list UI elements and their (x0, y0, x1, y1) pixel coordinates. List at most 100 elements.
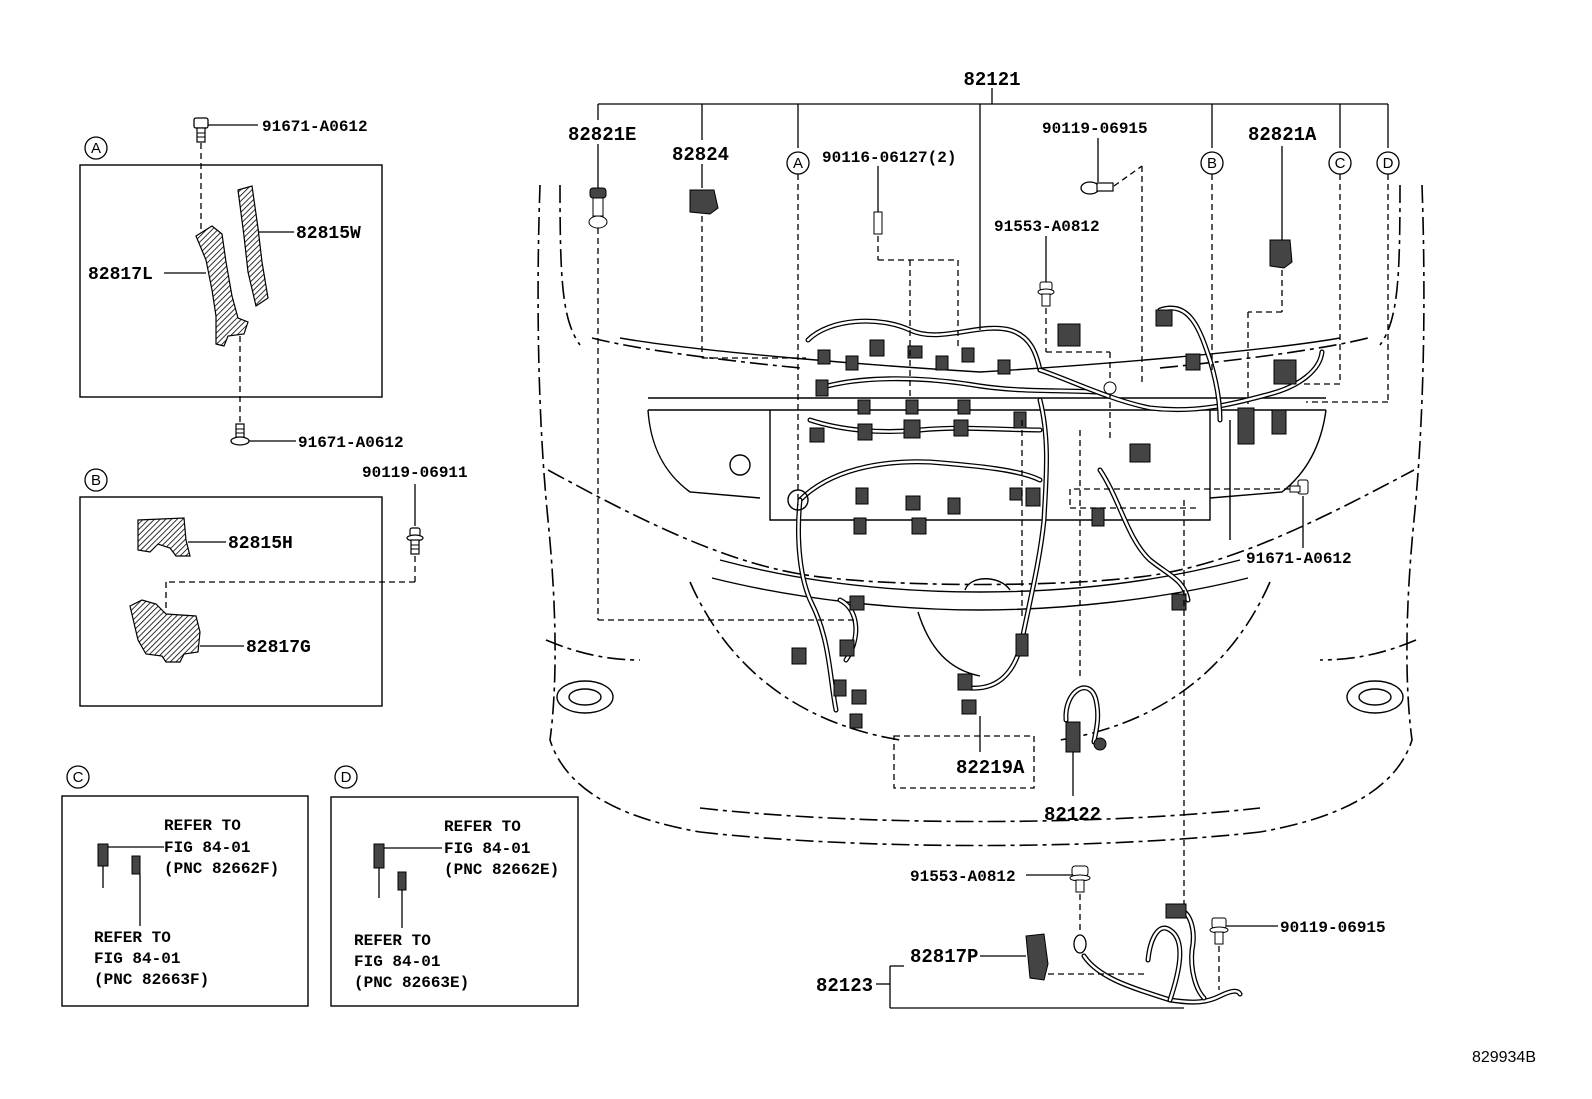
connector-icon[interactable] (997, 359, 1011, 375)
bracket-82817p[interactable] (1025, 933, 1049, 981)
connector-icon[interactable] (907, 345, 923, 359)
connector-icon[interactable] (1009, 487, 1023, 501)
part-91671-right: 91671-A0612 (1069, 479, 1352, 568)
bolt-icon[interactable] (1289, 479, 1309, 495)
connector-icon[interactable] (1273, 359, 1297, 385)
harness-leader-lines: 82121 (597, 69, 1389, 330)
part-label-82817p[interactable]: 82817P (910, 946, 978, 968)
part-label-82817l[interactable]: 82817L (88, 265, 153, 285)
fog-lamp-right (1346, 680, 1404, 714)
ground-strap-icon[interactable] (1065, 721, 1081, 753)
connector-icon[interactable] (849, 595, 865, 611)
connector-icon[interactable] (935, 355, 949, 371)
connector-icon[interactable] (373, 843, 385, 869)
grommet-icon[interactable] (588, 187, 608, 229)
bolt-icon[interactable] (1069, 865, 1091, 893)
connector-icon[interactable] (97, 843, 109, 867)
part-label-90119-06911[interactable]: 90119-06911 (362, 464, 468, 482)
part-label-82219a[interactable]: 82219A (956, 757, 1025, 779)
part-label-82821e[interactable]: 82821E (568, 124, 636, 146)
connector-icon[interactable] (1057, 323, 1081, 347)
connector-icon[interactable] (961, 347, 975, 363)
connector-icon[interactable] (911, 517, 927, 535)
ref-text: REFER TO (444, 818, 521, 836)
part-label-90116-06127[interactable]: 90116-06127(2) (822, 149, 956, 167)
connector-icon[interactable] (817, 349, 831, 365)
part-label-91553-a0812-top[interactable]: 91553-A0812 (994, 218, 1100, 236)
part-label-82121[interactable]: 82121 (963, 69, 1020, 91)
connector-icon[interactable] (1171, 593, 1187, 611)
bracket-82815h[interactable] (137, 517, 191, 557)
connector-icon[interactable] (855, 487, 869, 505)
part-label-82824[interactable]: 82824 (672, 144, 729, 166)
part-label-82815w[interactable]: 82815W (296, 224, 361, 244)
bolt-icon[interactable] (1037, 281, 1055, 307)
connector-icon[interactable] (869, 339, 885, 357)
connector-icon[interactable] (857, 399, 871, 415)
connector-icon[interactable] (947, 497, 961, 515)
part-label-bolt-bottom[interactable]: 91671-A0612 (298, 434, 404, 452)
connector-icon[interactable] (833, 679, 847, 697)
bracket-82815w[interactable] (237, 185, 269, 307)
connector-icon[interactable] (1237, 407, 1255, 445)
connector-icon[interactable] (905, 399, 919, 415)
connector-icon[interactable] (845, 355, 859, 371)
part-label-82123[interactable]: 82123 (816, 975, 873, 997)
connector-icon[interactable] (809, 427, 825, 443)
bracket-82817g[interactable] (129, 599, 201, 663)
connector-icon[interactable] (961, 699, 977, 715)
callout-c-label: C (1335, 155, 1346, 172)
connector-icon[interactable] (853, 517, 867, 535)
part-label-bolt-top[interactable]: 91671-A0612 (262, 118, 368, 136)
connector-icon[interactable] (397, 871, 407, 891)
clip-icon[interactable] (689, 189, 719, 215)
part-label-90119-06915-bottom[interactable]: 90119-06915 (1280, 919, 1386, 937)
detail-c: C REFER TO FIG 84-01 (PNC 82662F) REFER … (61, 765, 309, 1007)
part-82123-assembly: 91553-A0812 90119-06915 82817P 82123 (816, 500, 1386, 1009)
part-label-82122[interactable]: 82122 (1044, 804, 1101, 826)
bolt-icon[interactable] (193, 117, 209, 143)
detail-b-frame (79, 496, 383, 707)
connector-icon[interactable] (839, 639, 855, 657)
bolt-icon[interactable] (230, 423, 250, 446)
part-label-91553-a0812-bottom[interactable]: 91553-A0812 (910, 868, 1016, 886)
connector-icon[interactable] (1025, 487, 1041, 507)
connector-icon[interactable] (1271, 409, 1287, 435)
connector-icon[interactable] (1165, 903, 1187, 919)
connector-icon[interactable] (1015, 633, 1029, 657)
connector-icon[interactable] (957, 673, 973, 691)
bolt-icon[interactable] (406, 527, 424, 555)
connector-icon[interactable] (1185, 353, 1201, 371)
part-82824: 82824 (672, 144, 806, 359)
bolt-icon[interactable] (1080, 181, 1114, 195)
connector-icon[interactable] (957, 399, 971, 415)
part-label-82815h[interactable]: 82815H (228, 534, 293, 554)
clip-icon[interactable] (1269, 239, 1293, 269)
callout-d-circle (334, 765, 358, 789)
bracket-82817l[interactable] (195, 225, 249, 347)
connector-icon[interactable] (815, 379, 829, 397)
part-label-82821a[interactable]: 82821A (1248, 124, 1317, 146)
detail-d-frame (330, 796, 579, 1007)
connector-icon[interactable] (1091, 507, 1105, 527)
connector-icon[interactable] (953, 419, 969, 437)
connector-icon[interactable] (849, 713, 863, 729)
stud-icon[interactable] (873, 211, 883, 235)
connector-icon[interactable] (851, 689, 867, 705)
part-label-91671-a0612-right[interactable]: 91671-A0612 (1246, 550, 1352, 568)
connector-icon[interactable] (131, 855, 141, 875)
connector-icon[interactable] (1155, 309, 1173, 327)
bolt-icon[interactable] (1209, 917, 1229, 945)
connector-icon[interactable] (1013, 411, 1027, 429)
connector-icon[interactable] (903, 419, 921, 439)
connector-icon[interactable] (791, 647, 807, 665)
part-label-90119-06915-top[interactable]: 90119-06915 (1042, 120, 1148, 138)
connector-icon[interactable] (1129, 443, 1151, 463)
part-label-82817g[interactable]: 82817G (246, 638, 311, 658)
detail-b: B 90119-06911 82815H 82817G (79, 464, 468, 707)
callout-d-label: D (341, 769, 352, 786)
connector-icon[interactable] (857, 423, 873, 441)
harness-connectors (791, 309, 1297, 729)
connector-icon[interactable] (905, 495, 921, 511)
engine-wire-harness-82121[interactable] (796, 305, 1325, 713)
